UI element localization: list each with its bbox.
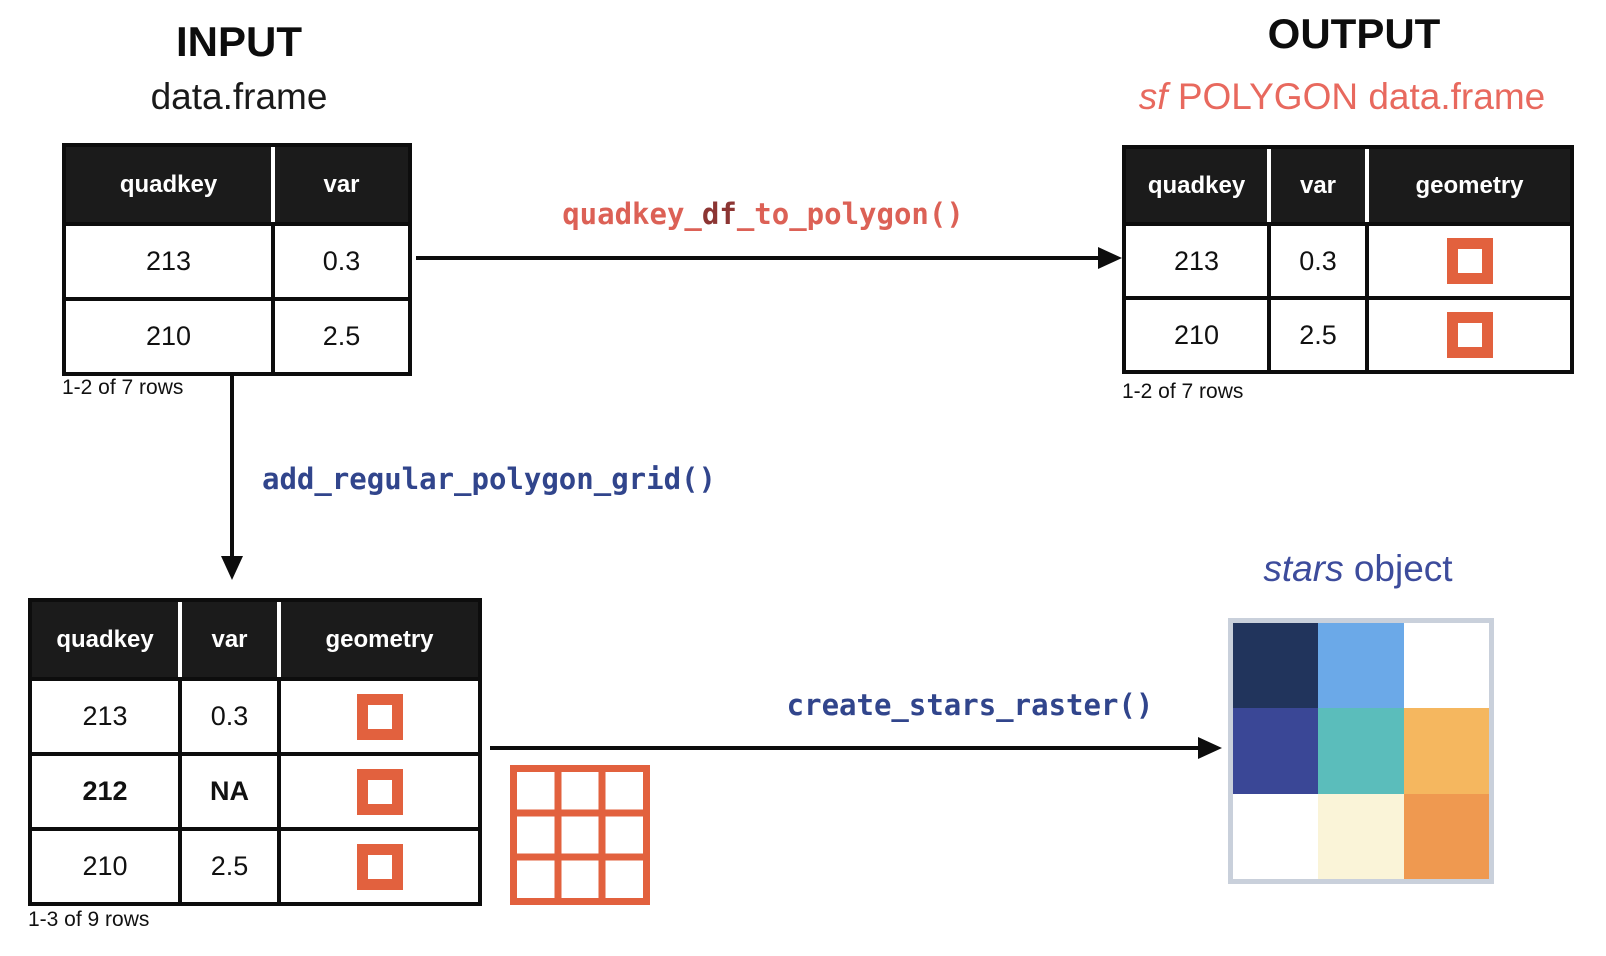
grid-table-header-row: quadkey var geometry bbox=[32, 602, 478, 677]
fn-add-regular-polygon-grid-label: add_regular_polygon_grid() bbox=[262, 462, 716, 496]
polygon-geometry-icon bbox=[356, 768, 403, 815]
polygon-geometry-icon bbox=[356, 843, 403, 890]
input-table: quadkey var 213 0.3 210 2.5 bbox=[62, 143, 412, 376]
cell-quadkey: 213 bbox=[1126, 226, 1267, 296]
cell-geometry bbox=[1365, 300, 1570, 370]
cell-quadkey: 213 bbox=[32, 681, 178, 752]
cell-quadkey: 212 bbox=[32, 756, 178, 827]
arrow-head-icon bbox=[1098, 247, 1122, 269]
input-title: INPUT bbox=[176, 18, 302, 65]
table-row: 210 2.5 bbox=[66, 297, 408, 372]
stars-italic-label: stars bbox=[1263, 548, 1344, 589]
stars-object-title: stars object bbox=[1158, 548, 1558, 590]
fn-create-stars-raster-label: create_stars_raster() bbox=[786, 688, 1154, 722]
arrow-to-polygon bbox=[416, 256, 1102, 260]
output-table: quadkey var geometry 213 0.3 210 2.5 bbox=[1122, 145, 1574, 374]
table-row: 210 2.5 bbox=[32, 827, 478, 902]
fn-label-segment: _to_polygon() bbox=[736, 197, 964, 231]
output-col-quadkey: quadkey bbox=[1126, 149, 1267, 222]
output-title: OUTPUT bbox=[1267, 10, 1441, 57]
polygon-geometry-icon bbox=[356, 693, 403, 740]
fn-label-segment: quadkey_ bbox=[562, 197, 702, 231]
table-row: 213 0.3 bbox=[1126, 222, 1570, 296]
input-subtitle: data.frame bbox=[150, 76, 328, 117]
cell-var: 2.5 bbox=[178, 831, 277, 902]
polygon-grid-icon bbox=[510, 765, 650, 905]
raster-cell bbox=[1233, 708, 1319, 794]
cell-var: 2.5 bbox=[1267, 300, 1365, 370]
output-table-caption: 1-2 of 7 rows bbox=[1122, 380, 1244, 403]
sf-italic-label: sf bbox=[1138, 76, 1168, 117]
output-col-var: var bbox=[1267, 149, 1365, 222]
raster-cell bbox=[1233, 623, 1319, 709]
raster-cell bbox=[1403, 623, 1489, 709]
cell-var: 0.3 bbox=[178, 681, 277, 752]
cell-var: 2.5 bbox=[271, 301, 408, 372]
polygon-geometry-icon bbox=[1446, 238, 1493, 284]
table-row: 213 0.3 bbox=[66, 222, 408, 297]
arrow-head-icon bbox=[1198, 737, 1222, 759]
raster-cell bbox=[1233, 793, 1319, 879]
arrow-create-raster bbox=[490, 746, 1200, 750]
cell-var: 0.3 bbox=[271, 226, 408, 297]
output-subtitle: sf POLYGON data.frame bbox=[1082, 76, 1602, 118]
table-row: 210 2.5 bbox=[1126, 296, 1570, 370]
raster-cell bbox=[1403, 708, 1489, 794]
cell-quadkey: 210 bbox=[1126, 300, 1267, 370]
output-subtitle-rest: POLYGON data.frame bbox=[1167, 76, 1546, 117]
raster-cell bbox=[1318, 793, 1404, 879]
cell-quadkey: 213 bbox=[66, 226, 271, 297]
grid-table: quadkey var geometry 213 0.3 212 NA 210 … bbox=[28, 598, 482, 906]
fn-quadkey-df-to-polygon-label: quadkey_df_to_polygon() bbox=[420, 197, 1106, 231]
cell-quadkey: 210 bbox=[32, 831, 178, 902]
cell-geometry bbox=[277, 681, 478, 752]
grid-col-geometry: geometry bbox=[277, 602, 478, 677]
cell-var: 0.3 bbox=[1267, 226, 1365, 296]
raster-cell bbox=[1403, 793, 1489, 879]
input-col-var: var bbox=[271, 147, 408, 222]
cell-geometry bbox=[1365, 226, 1570, 296]
table-row: 213 0.3 bbox=[32, 677, 478, 752]
raster-cell bbox=[1318, 708, 1404, 794]
fn-label-segment-df: df bbox=[701, 197, 737, 231]
cell-var: NA bbox=[178, 756, 277, 827]
table-row-na: 212 NA bbox=[32, 752, 478, 827]
cell-geometry bbox=[277, 831, 478, 902]
input-col-quadkey: quadkey bbox=[66, 147, 271, 222]
cell-geometry bbox=[277, 756, 478, 827]
stars-raster bbox=[1228, 618, 1494, 884]
stars-title-rest: object bbox=[1343, 548, 1453, 589]
grid-table-caption: 1-3 of 9 rows bbox=[28, 908, 150, 931]
output-col-geometry: geometry bbox=[1365, 149, 1570, 222]
arrow-add-grid bbox=[230, 373, 234, 558]
grid-col-quadkey: quadkey bbox=[32, 602, 178, 677]
output-table-header-row: quadkey var geometry bbox=[1126, 149, 1570, 222]
input-table-caption: 1-2 of 7 rows bbox=[62, 376, 184, 399]
arrow-head-icon bbox=[221, 556, 243, 580]
polygon-geometry-icon bbox=[1446, 312, 1493, 358]
input-table-header-row: quadkey var bbox=[66, 147, 408, 222]
cell-quadkey: 210 bbox=[66, 301, 271, 372]
raster-cell bbox=[1318, 623, 1404, 709]
grid-col-var: var bbox=[178, 602, 277, 677]
